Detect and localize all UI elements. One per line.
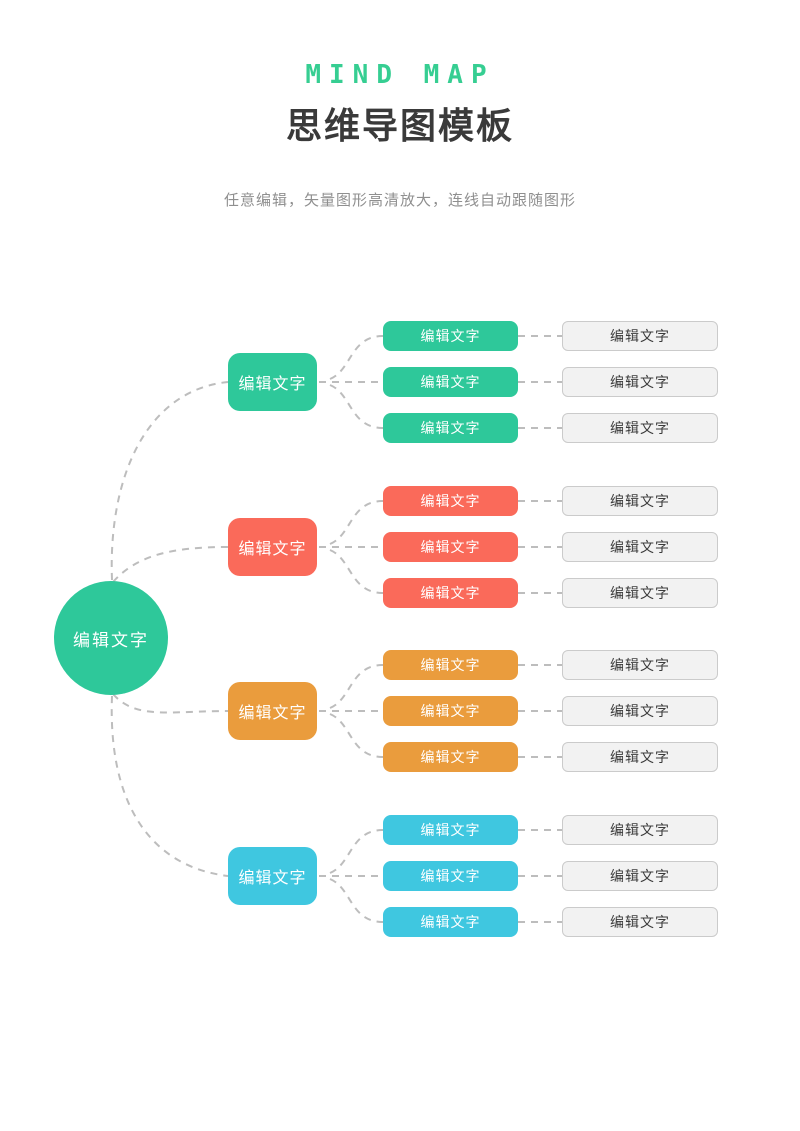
connector-line [329,335,384,380]
note-node[interactable]: 编辑文字 [562,815,718,845]
child-node[interactable]: 编辑文字 [383,413,518,443]
note-node[interactable]: 编辑文字 [562,532,718,562]
note-node[interactable]: 编辑文字 [562,486,718,516]
child-node[interactable]: 编辑文字 [383,532,518,562]
page-subtitle: 思维导图模板 [285,105,514,146]
note-node[interactable]: 编辑文字 [562,321,718,351]
child-node[interactable]: 编辑文字 [383,696,518,726]
connector-line [329,713,384,758]
branch-node-1[interactable]: 编辑文字 [228,353,317,411]
note-node[interactable]: 编辑文字 [562,650,718,680]
child-node[interactable]: 编辑文字 [383,907,518,937]
connector-line [112,546,229,583]
note-node[interactable]: 编辑文字 [562,578,718,608]
branch-node-3[interactable]: 编辑文字 [228,682,317,740]
child-node[interactable]: 编辑文字 [383,578,518,608]
page-description: 任意编辑，矢量图形高清放大，连线自动跟随图形 [223,192,576,209]
connector-line [329,549,384,594]
branch-node-4[interactable]: 编辑文字 [228,847,317,905]
child-node[interactable]: 编辑文字 [383,650,518,680]
child-node[interactable]: 编辑文字 [383,861,518,891]
note-node[interactable]: 编辑文字 [562,413,718,443]
child-node[interactable]: 编辑文字 [383,367,518,397]
connector-line [329,829,384,874]
root-node[interactable]: 编辑文字 [54,581,168,695]
child-node[interactable]: 编辑文字 [383,486,518,516]
connector-line [112,693,229,714]
child-node[interactable]: 编辑文字 [383,321,518,351]
connector-line [329,664,384,709]
connector-line [110,695,229,877]
connector-line [329,384,384,429]
note-node[interactable]: 编辑文字 [562,861,718,891]
page-title: MIND MAP [305,60,495,90]
connector-line [110,381,229,581]
child-node[interactable]: 编辑文字 [383,742,518,772]
note-node[interactable]: 编辑文字 [562,696,718,726]
note-node[interactable]: 编辑文字 [562,742,718,772]
connector-line [329,878,384,923]
connector-line [329,500,384,545]
note-node[interactable]: 编辑文字 [562,367,718,397]
note-node[interactable]: 编辑文字 [562,907,718,937]
branch-node-2[interactable]: 编辑文字 [228,518,317,576]
child-node[interactable]: 编辑文字 [383,815,518,845]
